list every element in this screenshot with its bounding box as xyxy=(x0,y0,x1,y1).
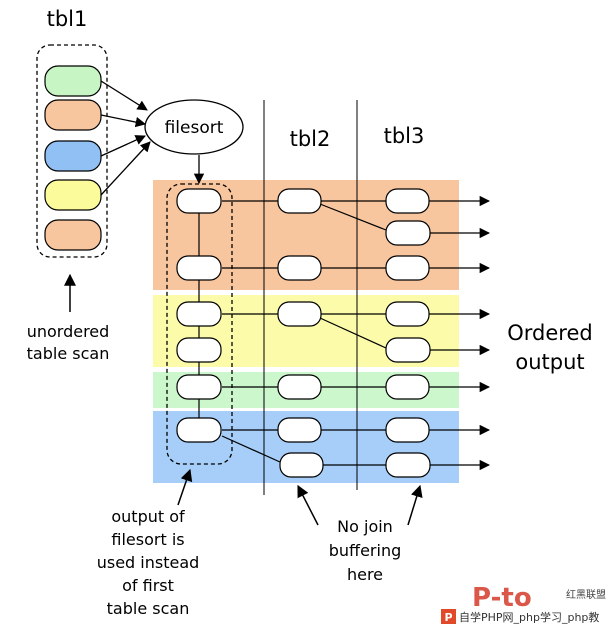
node-c2-r1 xyxy=(277,188,322,214)
filesort-output-note-4: of first xyxy=(122,576,174,595)
filesort-output-note-3: used instead xyxy=(97,553,200,572)
node-c3-r7 xyxy=(385,452,431,478)
filesort-output-note-2: filesort is xyxy=(111,530,184,549)
unordered-label-line2: table scan xyxy=(27,344,110,363)
tbl2-heading: tbl2 xyxy=(290,127,331,151)
filesort-output-note-1: output of xyxy=(111,507,185,526)
node-c1-r3 xyxy=(176,301,222,327)
node-c2-r2 xyxy=(277,255,322,281)
filesort-label: filesort xyxy=(165,118,224,138)
tbl1-to-filesort-arrows xyxy=(100,80,151,196)
node-c3-r1b xyxy=(385,220,431,246)
node-c2-r6 xyxy=(277,417,322,443)
ordered-label-line1: Ordered xyxy=(507,321,592,345)
filesort-output-note-5: table scan xyxy=(107,599,190,618)
unordered-label-line1: unordered xyxy=(27,322,110,341)
node-c3-r3b xyxy=(385,337,431,363)
no-join-note-2: buffering xyxy=(329,541,401,560)
node-c3-r3 xyxy=(385,301,430,327)
watermark-logo-letters: P-to xyxy=(472,583,532,613)
tbl1-row-green xyxy=(44,65,102,97)
watermark-p-icon xyxy=(441,609,456,624)
no-join-note-1: No join xyxy=(337,517,393,536)
node-c1-r2 xyxy=(176,255,222,281)
node-c3-r2 xyxy=(385,255,430,281)
join-lines xyxy=(221,200,387,466)
watermark-bar xyxy=(438,607,610,627)
node-c2-r5 xyxy=(277,374,322,400)
filesort-output-group xyxy=(166,183,233,465)
tbl1-group xyxy=(36,44,108,258)
join-nodes xyxy=(176,188,431,478)
node-c1-r6 xyxy=(176,417,222,443)
node-c1-r4 xyxy=(176,337,222,363)
node-c1-r5 xyxy=(176,374,222,400)
tbl3-heading: tbl3 xyxy=(384,124,425,148)
watermark-brand: 红黑联盟 xyxy=(566,588,606,601)
tbl1-row-orange-2 xyxy=(44,219,102,251)
node-c3-r5 xyxy=(385,374,430,400)
watermark: P 自学PHP网_php学习_php教 P-to 红黑联盟 xyxy=(438,583,610,627)
node-c1-r1 xyxy=(176,188,222,214)
tbl1-row-yellow xyxy=(44,179,102,211)
node-c2-r3 xyxy=(277,301,322,327)
output-arrows xyxy=(428,195,491,471)
ordered-label-line2: output xyxy=(515,350,584,374)
no-join-arrow-right xyxy=(407,484,423,526)
no-join-note-3: here xyxy=(347,565,383,584)
svg-text:P: P xyxy=(444,611,452,624)
node-c3-r6 xyxy=(385,417,430,443)
tbl1-row-blue xyxy=(44,140,102,172)
filesort-node xyxy=(144,99,244,155)
tbl1-heading: tbl1 xyxy=(47,7,88,31)
tbl1-row-orange xyxy=(44,99,102,131)
no-join-arrow-left xyxy=(297,484,319,526)
watermark-text: 自学PHP网_php学习_php教 xyxy=(459,610,599,624)
filesort-output-arrow xyxy=(177,468,193,506)
node-c3-r1 xyxy=(385,188,430,214)
node-c2-r7 xyxy=(279,452,324,478)
